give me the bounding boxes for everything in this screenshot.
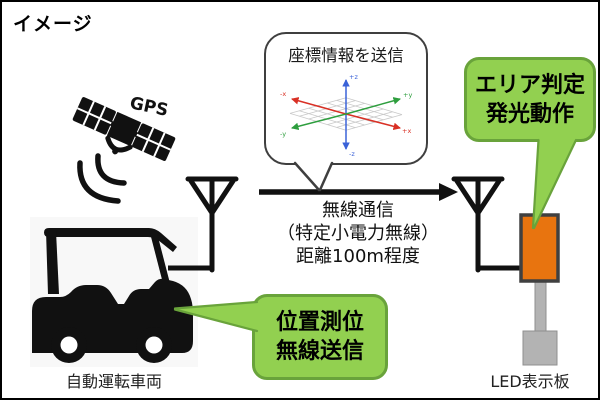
svg-text:+z: +z: [349, 73, 358, 81]
gps-satellite-icon: [72, 97, 176, 161]
callout-pos-tail: [173, 300, 259, 333]
callout-pos-line1: 位置測位: [275, 310, 364, 335]
bubble-tail: [293, 161, 334, 192]
comm-line1: 無線通信: [322, 200, 394, 221]
comm-line3: 距離100m程度: [296, 246, 420, 267]
svg-text:+y: +y: [403, 91, 412, 99]
led-label: LED表示板: [490, 372, 570, 391]
callout-area-line2: 発光動作: [485, 101, 574, 127]
autonomous-cart-icon: [30, 217, 198, 367]
coordinate-bubble: 座標情報を送信: [264, 32, 428, 165]
led-board: [519, 213, 560, 283]
svg-text:-z: -z: [349, 150, 355, 158]
led-base: [522, 330, 558, 366]
callout-area-judgement: エリア判定 発光動作: [464, 57, 596, 142]
led-sign-icon: [519, 213, 560, 366]
vehicle-label: 自動運転車両: [65, 372, 162, 391]
wireless-comm-caption: 無線通信 （特定小電力無線） 距離100m程度: [258, 199, 458, 268]
gps-label: GPS: [128, 93, 170, 121]
svg-text:-x: -x: [280, 90, 286, 98]
antenna-right-icon: [454, 179, 502, 270]
axis-lines: [291, 78, 401, 151]
vehicle-image-bg: [30, 217, 198, 367]
gps-signal-waves-icon: [77, 153, 127, 204]
callout-pos-line2: 無線送信: [275, 339, 364, 364]
xyz-axes-icon: +z -z -x +x +y -y: [280, 73, 412, 158]
bubble-title: 座標情報を送信: [288, 46, 404, 65]
comm-line2: （特定小電力無線）: [277, 223, 439, 244]
axis-labels: +z -z -x +x +y -y: [280, 73, 412, 158]
led-pole: [534, 279, 547, 334]
svg-text:-y: -y: [280, 130, 286, 138]
callout-positioning: 位置測位 無線送信: [252, 294, 388, 380]
page-title: イメージ: [13, 13, 93, 35]
callout-area-tail: [531, 138, 578, 230]
callout-area-line1: エリア判定: [474, 72, 585, 98]
svg-text:+x: +x: [402, 127, 411, 135]
antenna-left-icon: [188, 179, 236, 270]
